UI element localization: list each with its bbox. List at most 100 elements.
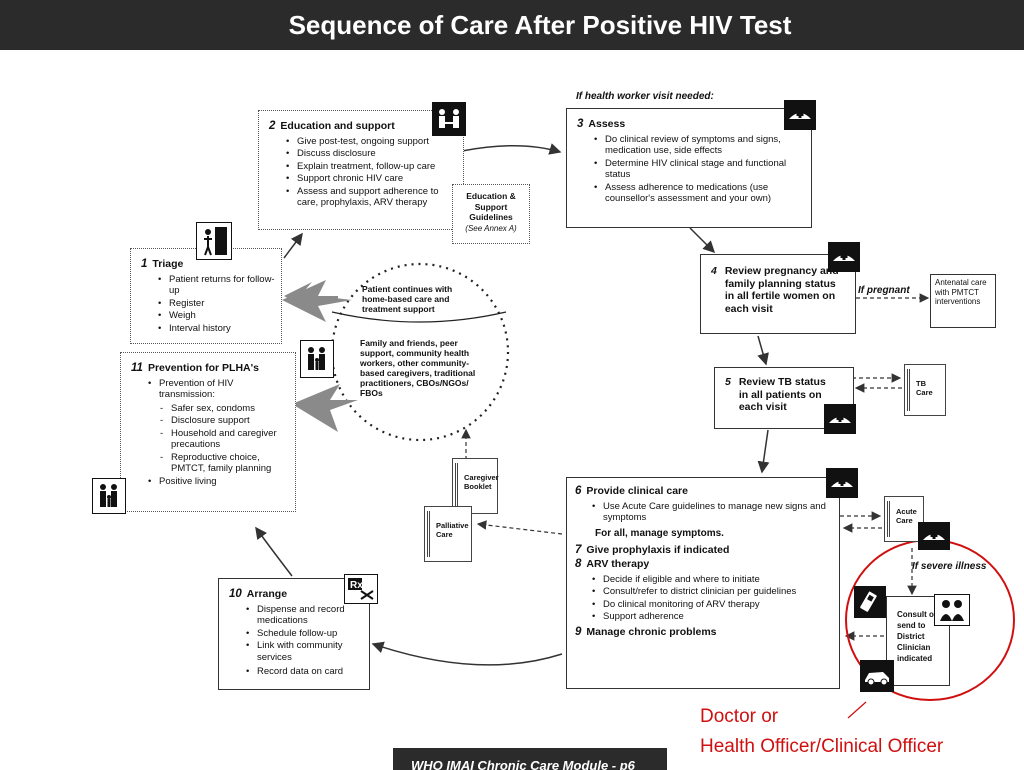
pregnancy-number: 4 (711, 265, 717, 277)
guidelines-annex: (See Annex A) (465, 223, 517, 233)
arrange-item: Link with community services (246, 640, 363, 663)
triage-item: Interval history (158, 323, 275, 335)
arv-item: Consult/refer to district clinician per … (592, 586, 833, 598)
nurse-cap-icon (784, 100, 816, 130)
tb-heading: Review TB status in all patients on each… (738, 376, 826, 413)
acute-care-booklet: Acute Care (884, 496, 924, 542)
arrow-4-to-5 (757, 335, 769, 366)
person-door-icon (196, 222, 232, 260)
prevention-item-label: Prevention of HIV transmission: (159, 377, 234, 401)
big-arrow-head-prevention (292, 384, 358, 432)
arv-item: Support adherence (592, 611, 833, 623)
arrange-item: Schedule follow-up (246, 628, 363, 640)
tb-care-booklet: TB Care (904, 364, 946, 416)
nurse-cap-icon (828, 242, 860, 272)
prevention-subitem: Disclosure support (160, 415, 289, 427)
clinical-item-6: Use Acute Care guidelines to manage new … (592, 501, 833, 524)
arrow-5-to-6 (757, 429, 770, 474)
clinical-number-9: 9 (575, 625, 582, 638)
triage-item: Patient returns for follow-up (158, 274, 275, 297)
palliative-booklet: Palliative Care (424, 506, 472, 562)
prevention-item: Prevention of HIV transmission: Safer se… (148, 377, 289, 475)
consult-text: Consult or send to District Clinician in… (897, 610, 937, 663)
clinical-heading-9: Manage chronic problems (586, 625, 717, 638)
triage-item: Register (158, 298, 275, 310)
education-number: 2 (269, 120, 276, 132)
acute-care-label: Acute Care (896, 507, 917, 525)
clinical-heading-6: Provide clinical care (586, 485, 688, 497)
ambulance-icon (860, 660, 894, 692)
tb-care-label: TB Care (916, 379, 933, 397)
footer-banner: WHO IMAI Chronic Care Module - p6 (393, 748, 667, 770)
assess-box: 3 Assess Do clinical review of symptoms a… (566, 108, 812, 228)
prevention-number: 11 (131, 362, 143, 374)
title-bar: Sequence of Care After Positive HIV Test (0, 0, 1024, 50)
prevention-subitem: Safer sex, condoms (160, 403, 289, 415)
community-top-text: Patient continues with home-based care a… (362, 284, 453, 314)
manage-symptoms: For all, manage symptoms. (595, 527, 724, 539)
assess-item: Assess adherence to medications (use cou… (594, 182, 805, 205)
arrow-6-to-10 (371, 641, 563, 666)
caregiver-booklet: Caregiver Booklet (452, 458, 499, 514)
education-item: Support chronic HIV care (286, 173, 457, 185)
palliative-care-label: Palliative Care (436, 521, 469, 539)
education-item: Discuss disclosure (286, 148, 457, 160)
nurse-cap-icon (918, 522, 950, 550)
family-icon (300, 340, 334, 378)
arv-item: Decide if eligible and where to initiate (592, 574, 833, 586)
triage-number: 1 (141, 258, 148, 270)
arrow-10-to-11 (255, 526, 293, 577)
assess-number: 3 (577, 118, 584, 130)
arrow-palliative (476, 520, 563, 535)
antenatal-text: Antenatal care with PMTCT interventions (935, 278, 987, 306)
community-divider (331, 311, 507, 323)
arrow-2-to-3 (461, 143, 562, 155)
svg-text:Rx: Rx (350, 580, 363, 591)
community-circle (330, 262, 510, 442)
prescription-icon: Rx (344, 574, 378, 604)
caregiver-booklet-label: Caregiver Booklet (464, 473, 499, 491)
prevention-box: 11 Prevention for PLHA's Prevention of HI… (120, 352, 296, 512)
family-icon (92, 478, 126, 514)
clinical-number-8: 8 (575, 558, 582, 570)
triage-item: Weigh (158, 310, 275, 322)
arrow-1-to-2 (283, 232, 303, 259)
if-severe-label: If severe illness (912, 561, 987, 572)
nurse-cap-icon (826, 468, 858, 498)
page-title: Sequence of Care After Positive HIV Test (288, 10, 792, 40)
education-box: 2 Education and support Give post-test, o… (258, 110, 464, 230)
annotation-doctor: Doctor or (700, 706, 779, 727)
clinical-heading-7: Give prophylaxis if indicated (586, 543, 730, 556)
big-arrow-head-triage (282, 280, 352, 322)
prevention-subitem: Reproductive choice, PMTCT, family plann… (160, 452, 289, 475)
prevention-subitem: Household and caregiver precautions (160, 428, 289, 451)
arrange-item: Record data on card (246, 666, 363, 678)
prevention-item: Positive living (148, 476, 289, 488)
nurse-cap-icon (824, 404, 856, 434)
clinical-heading-8: ARV therapy (586, 558, 650, 570)
triage-heading: Triage (152, 258, 184, 270)
education-item: Explain treatment, follow-up care (286, 161, 457, 173)
assess-heading: Assess (588, 118, 626, 130)
guidelines-title: Education & Support Guidelines (466, 191, 516, 222)
assess-item: Determine HIV clinical stage and functio… (594, 158, 805, 181)
arrange-item: Dispense and record medications (246, 604, 363, 627)
education-heading: Education and support (280, 120, 395, 132)
annotation-officer: Health Officer/Clinical Officer (700, 736, 944, 757)
clinical-number-7: 7 (575, 543, 582, 556)
doctors-icon (934, 594, 970, 626)
education-item: Assess and support adherence to care, pr… (286, 186, 457, 209)
antenatal-box: Antenatal care with PMTCT interventions (930, 274, 996, 328)
pregnancy-heading: Review pregnancy and family planning sta… (724, 265, 839, 315)
arrow-3-to-4 (689, 227, 716, 254)
community-bottom-text: Family and friends, peer support, commun… (360, 338, 476, 398)
arrange-number: 10 (229, 588, 242, 600)
education-item: Give post-test, ongoing support (286, 136, 457, 148)
assess-item: Do clinical review of symptoms and signs… (594, 134, 805, 157)
phone-icon (854, 586, 886, 618)
triage-box: 1 Triage Patient returns for follow-up Re… (130, 248, 282, 344)
tb-number: 5 (725, 376, 731, 388)
prevention-heading: Prevention for PLHA's (147, 362, 259, 374)
